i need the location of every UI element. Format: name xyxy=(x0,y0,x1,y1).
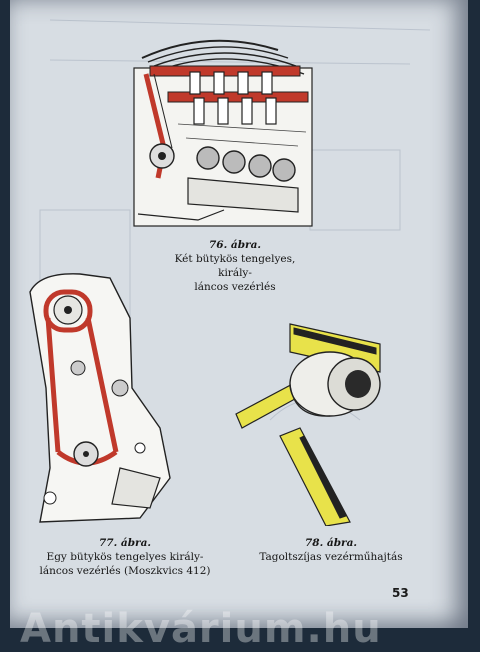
page-number: 53 xyxy=(392,586,409,600)
book-page: 76. ábra. Két bütykös tengelyes, király-… xyxy=(10,0,468,628)
figure-78-number: 78. ábra. xyxy=(304,537,358,549)
watermark-text: Antikvárium.hu xyxy=(20,606,382,652)
figure-78-caption-line-1: Tagoltszíjas vezérműhajtás xyxy=(259,551,403,563)
figure-78-caption: 78. ábra. Tagoltszíjas vezérműhajtás xyxy=(246,536,416,564)
figure-77-caption: 77. ábra. Egy bütykös tengelyes király- … xyxy=(30,536,220,578)
toothed-belt-illustration xyxy=(235,323,381,526)
figure-77-caption-line-1: Egy bütykös tengelyes király- xyxy=(46,551,204,563)
chain-drive-illustration xyxy=(29,273,171,523)
figure-76-caption: 76. ábra. Két bütykös tengelyes, király-… xyxy=(160,238,310,294)
figure-77-number: 77. ábra. xyxy=(98,537,152,549)
figure-76-number: 76. ábra. xyxy=(208,239,262,251)
figure-76-caption-line-2: láncos vezérlés xyxy=(194,281,276,293)
engine-cutaway-illustration xyxy=(133,39,313,227)
figure-77-caption-line-2: láncos vezérlés (Moszkvics 412) xyxy=(39,565,211,577)
figure-76-caption-line-1: Két bütykös tengelyes, király- xyxy=(174,253,296,279)
